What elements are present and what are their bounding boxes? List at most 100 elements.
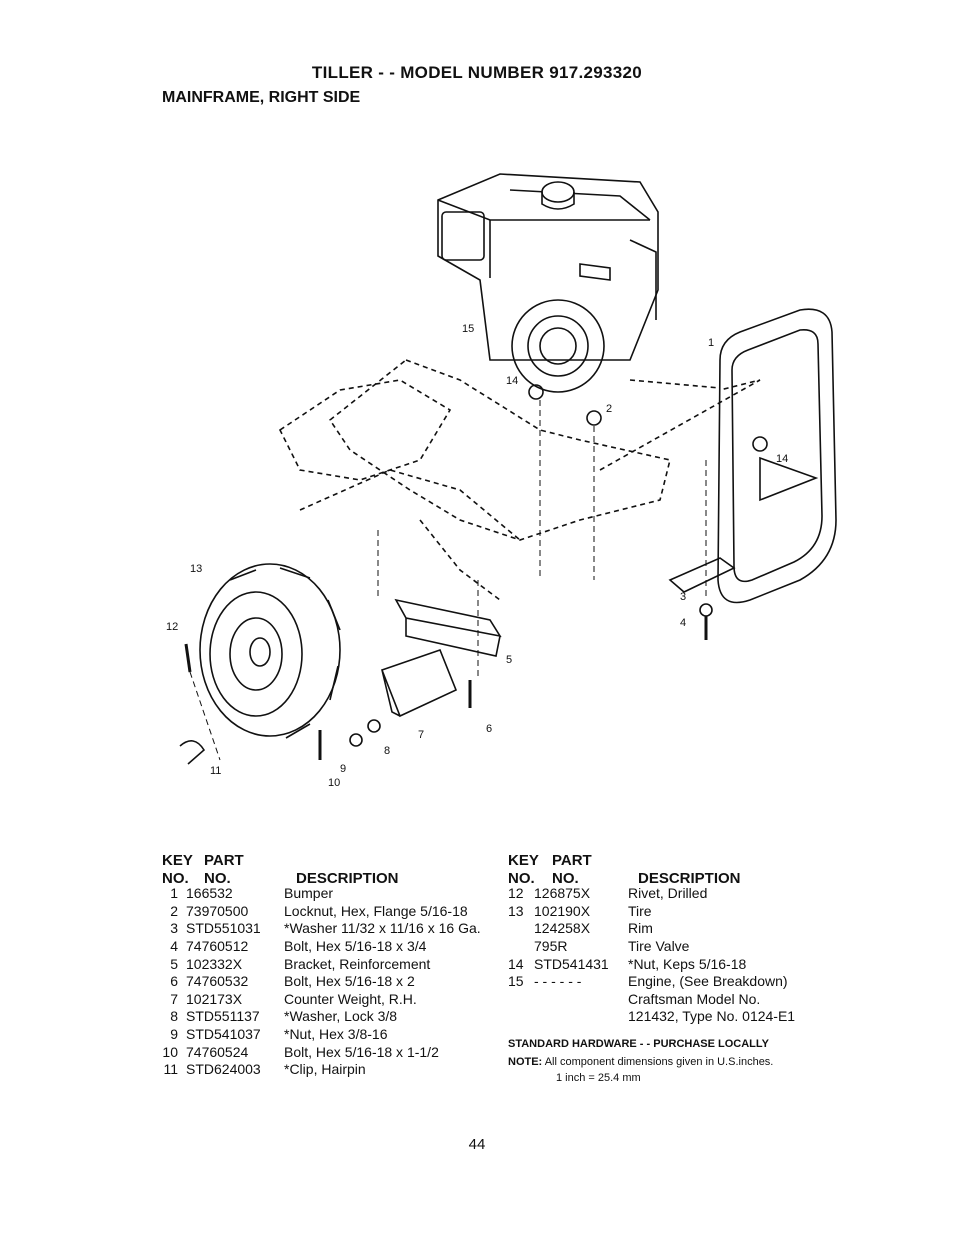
callout-3: 3 bbox=[680, 591, 686, 603]
table-header-row-2: NO. NO. DESCRIPTION bbox=[162, 868, 502, 887]
part-number: STD624003 bbox=[186, 1061, 261, 1078]
page-number: 44 bbox=[468, 1136, 486, 1153]
dimensions-note: NOTE: All component dimensions given in … bbox=[508, 1056, 888, 1068]
part-description: Engine, (See Breakdown) bbox=[628, 973, 788, 990]
note-label: NOTE: bbox=[508, 1056, 543, 1068]
callout-10: 10 bbox=[328, 777, 340, 789]
part-description: Bolt, Hex 5/16-18 x 3/4 bbox=[284, 937, 427, 954]
part-number: 124258X bbox=[534, 920, 591, 937]
note-text: All component dimensions given in U.S.in… bbox=[544, 1056, 774, 1068]
part-key: 7 bbox=[170, 990, 178, 1007]
part-number: 73970500 bbox=[186, 902, 249, 919]
part-description: Bracket, Reinforcement bbox=[284, 955, 431, 972]
header-key: KEY bbox=[508, 852, 539, 869]
table-header-row-1: KEY PART bbox=[508, 850, 868, 869]
part-key: 11 bbox=[163, 1061, 178, 1078]
callout-15: 15 bbox=[462, 323, 474, 335]
part-description: *Washer 11/32 x 11/16 x 16 Ga. bbox=[284, 920, 481, 937]
part-key: 6 bbox=[170, 973, 178, 990]
part-number: 74760532 bbox=[186, 973, 249, 990]
part-description: Craftsman Model No. bbox=[628, 990, 761, 1007]
header-no2: NO. bbox=[552, 869, 579, 887]
part-key: 4 bbox=[170, 937, 178, 954]
callout-9: 9 bbox=[340, 763, 346, 775]
engine-drawing bbox=[437, 173, 659, 393]
callout-14-bumper-nut: 14 bbox=[776, 453, 788, 465]
part-number: 102190X bbox=[534, 902, 591, 919]
part-key: 14 bbox=[508, 955, 524, 972]
header-no2: NO. bbox=[204, 869, 231, 887]
callout-4: 4 bbox=[680, 617, 686, 629]
standard-hardware-note: STANDARD HARDWARE - - PURCHASE LOCALLY bbox=[508, 1038, 769, 1050]
part-description: 121432, Type No. 0124-E1 bbox=[628, 1008, 796, 1025]
part-key: 8 bbox=[170, 1008, 178, 1025]
callout-11: 11 bbox=[210, 765, 221, 777]
part-description: *Nut, Keps 5/16-18 bbox=[628, 955, 747, 972]
frame-drawing bbox=[278, 359, 761, 601]
header-no: NO. bbox=[162, 869, 189, 887]
part-description: *Nut, Hex 3/8-16 bbox=[284, 1025, 388, 1042]
part-number: STD541431 bbox=[534, 955, 609, 972]
page-title: TILLER - - MODEL NUMBER 917.293320 bbox=[311, 63, 643, 82]
table-row: 11 STD624003 *Clip, Hairpin bbox=[162, 1061, 502, 1079]
counter-weight-drawing bbox=[380, 648, 458, 718]
part-number: 102332X bbox=[186, 955, 243, 972]
part-description: Tire Valve bbox=[628, 937, 690, 954]
part-number: 126875X bbox=[534, 885, 591, 902]
part-description: Bolt, Hex 5/16-18 x 2 bbox=[284, 973, 415, 990]
part-number: 166532 bbox=[186, 885, 233, 902]
part-description: Rivet, Drilled bbox=[628, 885, 708, 902]
bumper-drawing bbox=[668, 308, 837, 604]
hardware-drawing bbox=[179, 384, 768, 765]
part-number: 102173X bbox=[186, 990, 243, 1007]
callout-5: 5 bbox=[506, 654, 512, 666]
header-part: PART bbox=[204, 852, 244, 869]
bracket-drawing bbox=[394, 598, 502, 657]
callout-7: 7 bbox=[418, 729, 424, 741]
part-key: 5 bbox=[170, 955, 178, 972]
callout-1: 1 bbox=[708, 337, 714, 349]
part-key: 3 bbox=[170, 920, 178, 937]
part-number: STD551137 bbox=[186, 1008, 260, 1025]
part-description: Rim bbox=[628, 920, 653, 937]
header-part: PART bbox=[552, 852, 592, 869]
callout-8: 8 bbox=[384, 745, 390, 757]
part-key: 12 bbox=[508, 885, 524, 902]
table-row: Craftsman Model No. bbox=[508, 991, 868, 1009]
part-description: Bumper bbox=[284, 885, 334, 902]
part-number: - - - - - - bbox=[534, 973, 582, 990]
part-description: Tire bbox=[628, 902, 652, 919]
table-row: 2 73970500 Locknut, Hex, Flange 5/16-18 bbox=[162, 903, 502, 921]
header-no: NO. bbox=[508, 869, 535, 887]
table-row: 121432, Type No. 0124-E1 bbox=[508, 1008, 868, 1026]
table-row: 8 STD551137 *Washer, Lock 3/8 bbox=[162, 1008, 502, 1026]
part-key: 2 bbox=[170, 902, 178, 919]
header-key: KEY bbox=[162, 852, 193, 869]
part-key: 13 bbox=[508, 902, 524, 919]
callout-6: 6 bbox=[486, 723, 492, 735]
part-description: *Clip, Hairpin bbox=[284, 1061, 366, 1078]
part-number: STD541037 bbox=[186, 1025, 261, 1042]
conversion-note: 1 inch = 25.4 mm bbox=[556, 1072, 641, 1084]
callout-2: 2 bbox=[606, 403, 612, 415]
part-key: 9 bbox=[170, 1025, 178, 1042]
part-description: *Washer, Lock 3/8 bbox=[284, 1008, 398, 1025]
table-row: 6 74760532 Bolt, Hex 5/16-18 x 2 bbox=[162, 973, 502, 991]
table-row: 5 102332X Bracket, Reinforcement bbox=[162, 956, 502, 974]
table-header-row-1: KEY PART bbox=[162, 850, 502, 869]
callout-14-nut: 14 bbox=[506, 375, 518, 387]
section-subtitle: MAINFRAME, RIGHT SIDE bbox=[162, 89, 361, 106]
table-row: 124258X Rim bbox=[508, 920, 868, 938]
part-description: Locknut, Hex, Flange 5/16-18 bbox=[284, 902, 468, 919]
part-description: Counter Weight, R.H. bbox=[284, 990, 417, 1007]
table-row: 12 126875X Rivet, Drilled bbox=[508, 885, 868, 903]
table-row: 9 STD541037 *Nut, Hex 3/8-16 bbox=[162, 1026, 502, 1044]
part-description: Bolt, Hex 5/16-18 x 1-1/2 bbox=[284, 1043, 439, 1060]
table-row: 14 STD541431 *Nut, Keps 5/16-18 bbox=[508, 956, 868, 974]
